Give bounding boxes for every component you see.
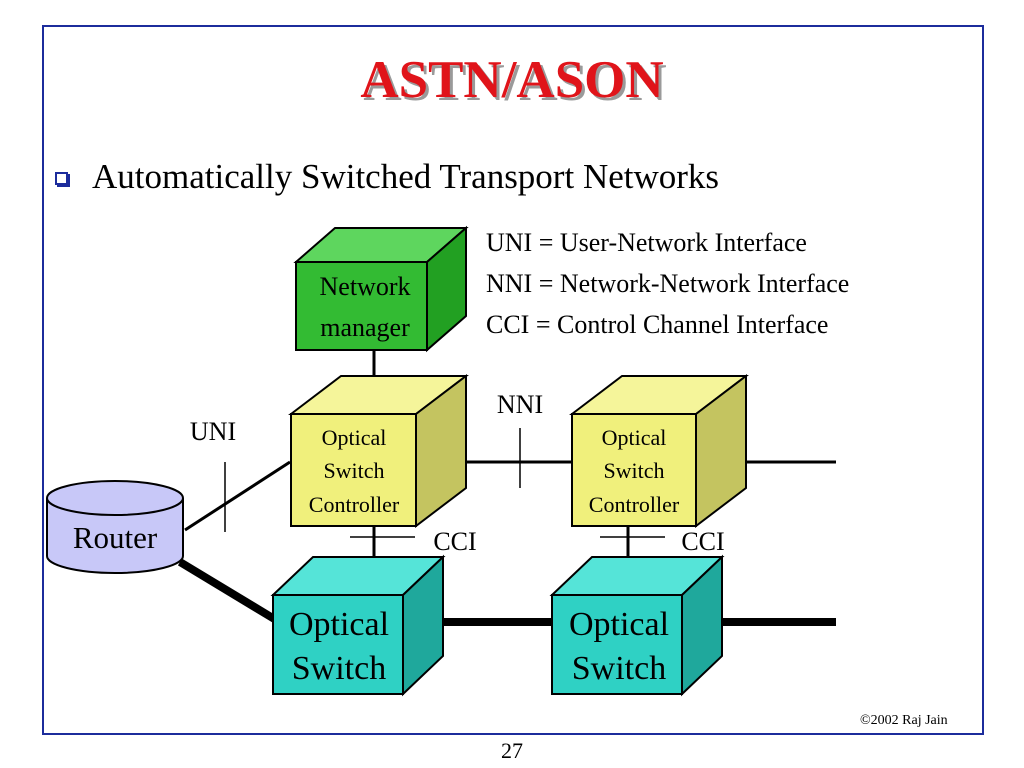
- controller-left-box: Optical Switch Controller: [288, 373, 469, 529]
- controller-right-box: Optical Switch Controller: [569, 373, 749, 529]
- switch-right-label-line1: Optical: [569, 606, 669, 643]
- page-number: 27: [501, 738, 523, 763]
- controller-left-label-line3: Controller: [309, 492, 400, 517]
- router-cylinder: Router: [46, 480, 184, 574]
- switch-right-box: Optical Switch: [549, 554, 725, 697]
- legend-uni: UNI = User-Network Interface: [486, 228, 807, 257]
- slide-frame: [42, 25, 984, 735]
- controller-right-label-line2: Switch: [603, 458, 664, 483]
- network-manager-label-line2: manager: [320, 313, 410, 342]
- network-manager-box: Network manager: [293, 225, 469, 353]
- legend-cci: CCI = Control Channel Interface: [486, 310, 829, 339]
- router-controller-link: [184, 460, 291, 532]
- bullet-text: Automatically Switched Transport Network…: [92, 157, 720, 196]
- cci-label-left: CCI: [433, 527, 476, 556]
- switch-left-label-line2: Switch: [292, 650, 386, 687]
- uni-label: UNI: [190, 417, 236, 446]
- legend-nni: NNI = Network-Network Interface: [486, 269, 850, 298]
- router-switch-link: [177, 558, 279, 624]
- controller-right-label-line1: Optical: [602, 425, 667, 450]
- slide-title: ASTN/ASON: [360, 51, 664, 109]
- switch-right-label-line2: Switch: [572, 650, 666, 687]
- router-label: Router: [73, 520, 158, 555]
- network-manager-label-line1: Network: [320, 272, 411, 301]
- switch-left-box: Optical Switch: [270, 554, 446, 697]
- controller-left-label-line1: Optical: [322, 425, 387, 450]
- cci-label-right: CCI: [681, 527, 724, 556]
- nni-label: NNI: [497, 390, 543, 419]
- controller-left-label-line2: Switch: [323, 458, 384, 483]
- switch-left-label-line1: Optical: [289, 606, 389, 643]
- bullet-marker-icon: [55, 172, 68, 185]
- controller-right-label-line3: Controller: [589, 492, 680, 517]
- footer-copyright: ©2002 Raj Jain: [860, 713, 948, 728]
